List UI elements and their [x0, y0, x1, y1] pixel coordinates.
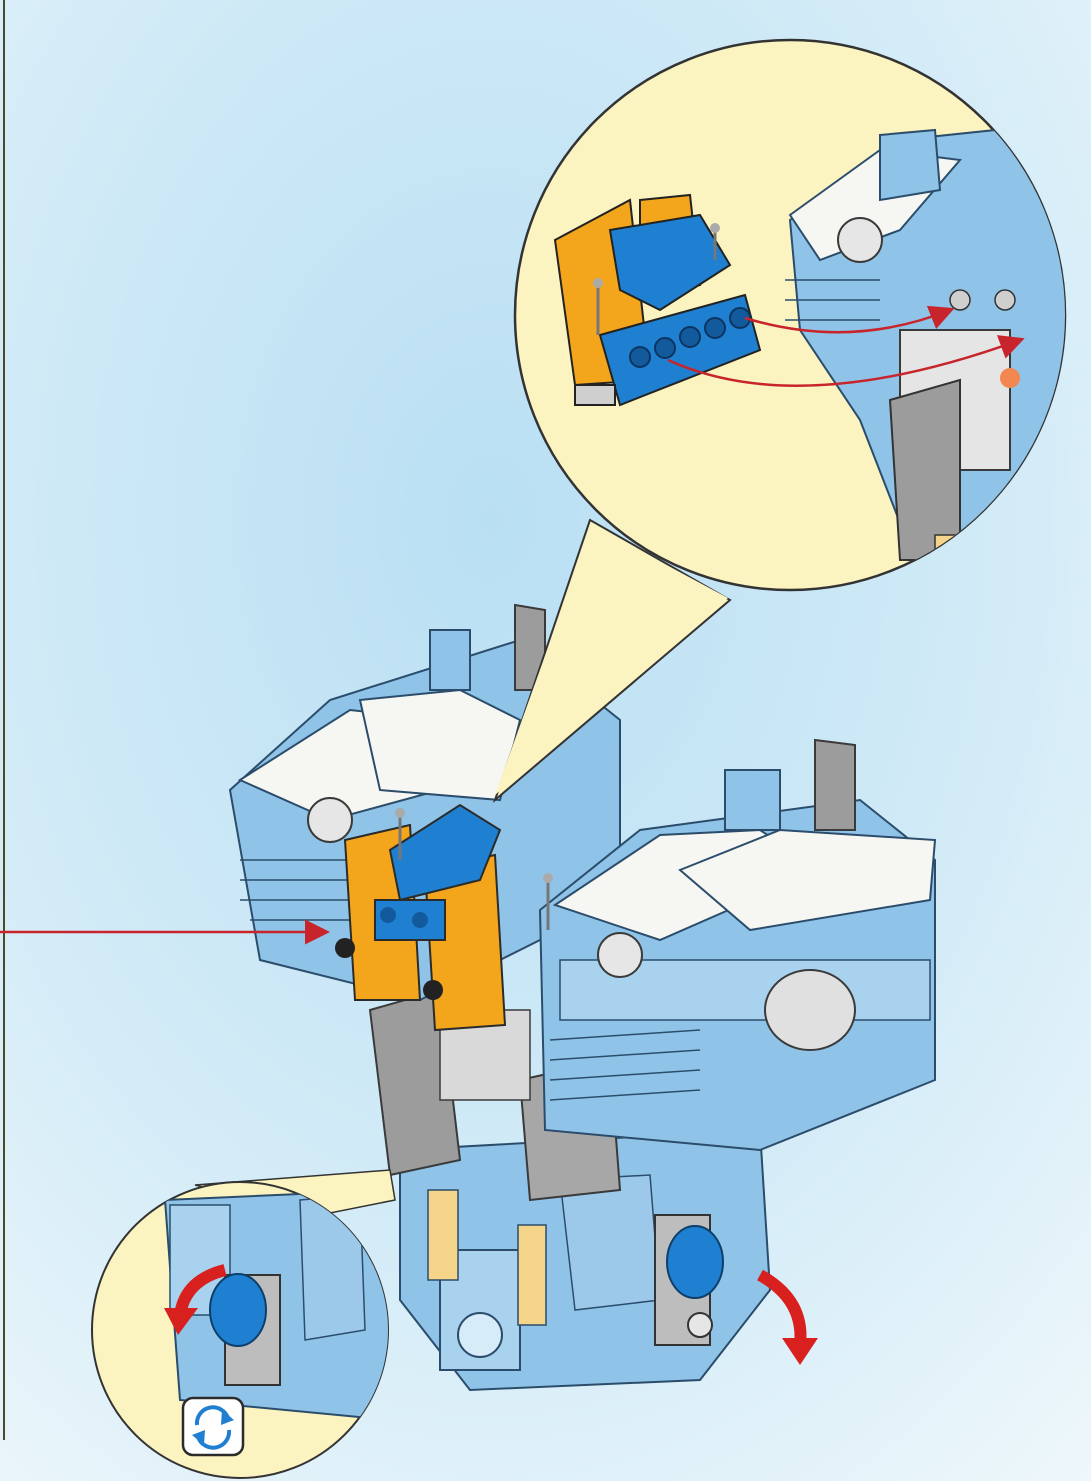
rotate-model-icon [183, 1398, 243, 1455]
